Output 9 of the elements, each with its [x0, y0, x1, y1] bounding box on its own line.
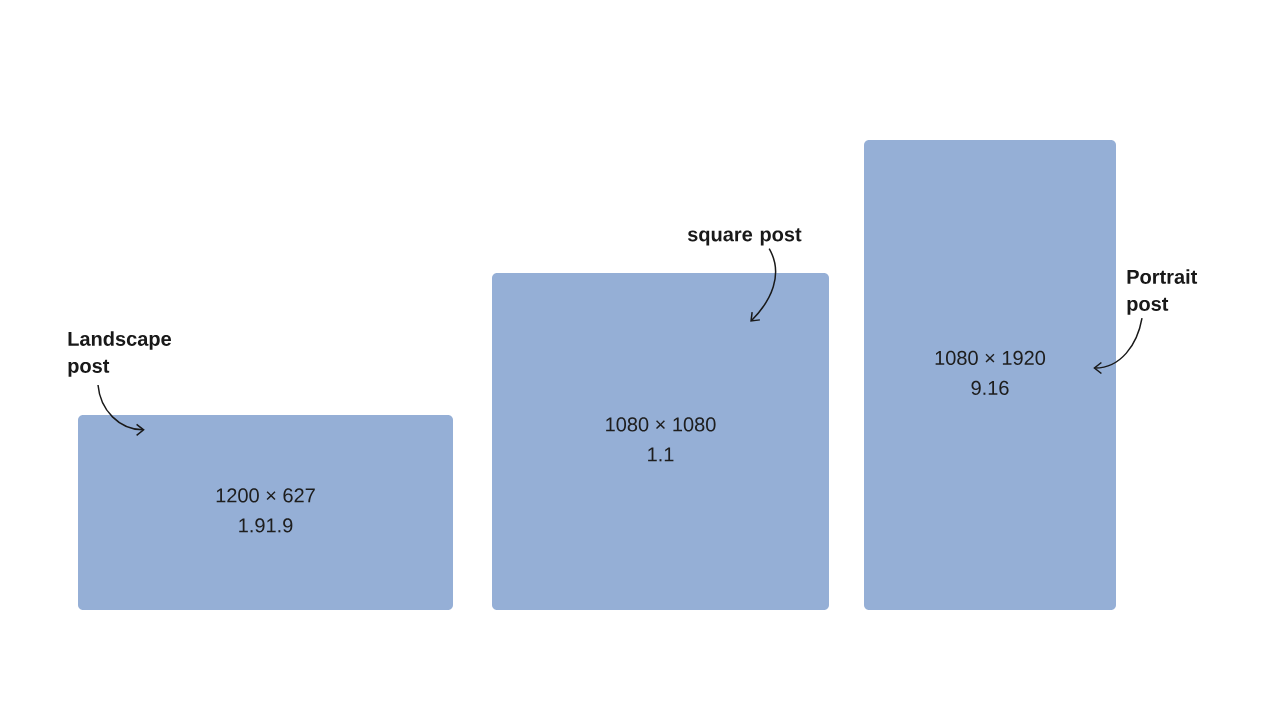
callout-label: Portrait post	[1127, 269, 1198, 315]
curved-arrow	[97, 384, 145, 437]
post-frame: 1200 × 627 1.91.9	[78, 415, 453, 610]
post-frame: 1080 × 1080 1.1	[492, 273, 829, 610]
post-frame: 1080 × 1920 9.16	[864, 140, 1116, 610]
curved-arrow	[750, 247, 777, 322]
curved-arrow	[1093, 317, 1143, 375]
callout-label: Landscape post	[68, 331, 171, 377]
callout-label: square post	[687, 228, 802, 246]
